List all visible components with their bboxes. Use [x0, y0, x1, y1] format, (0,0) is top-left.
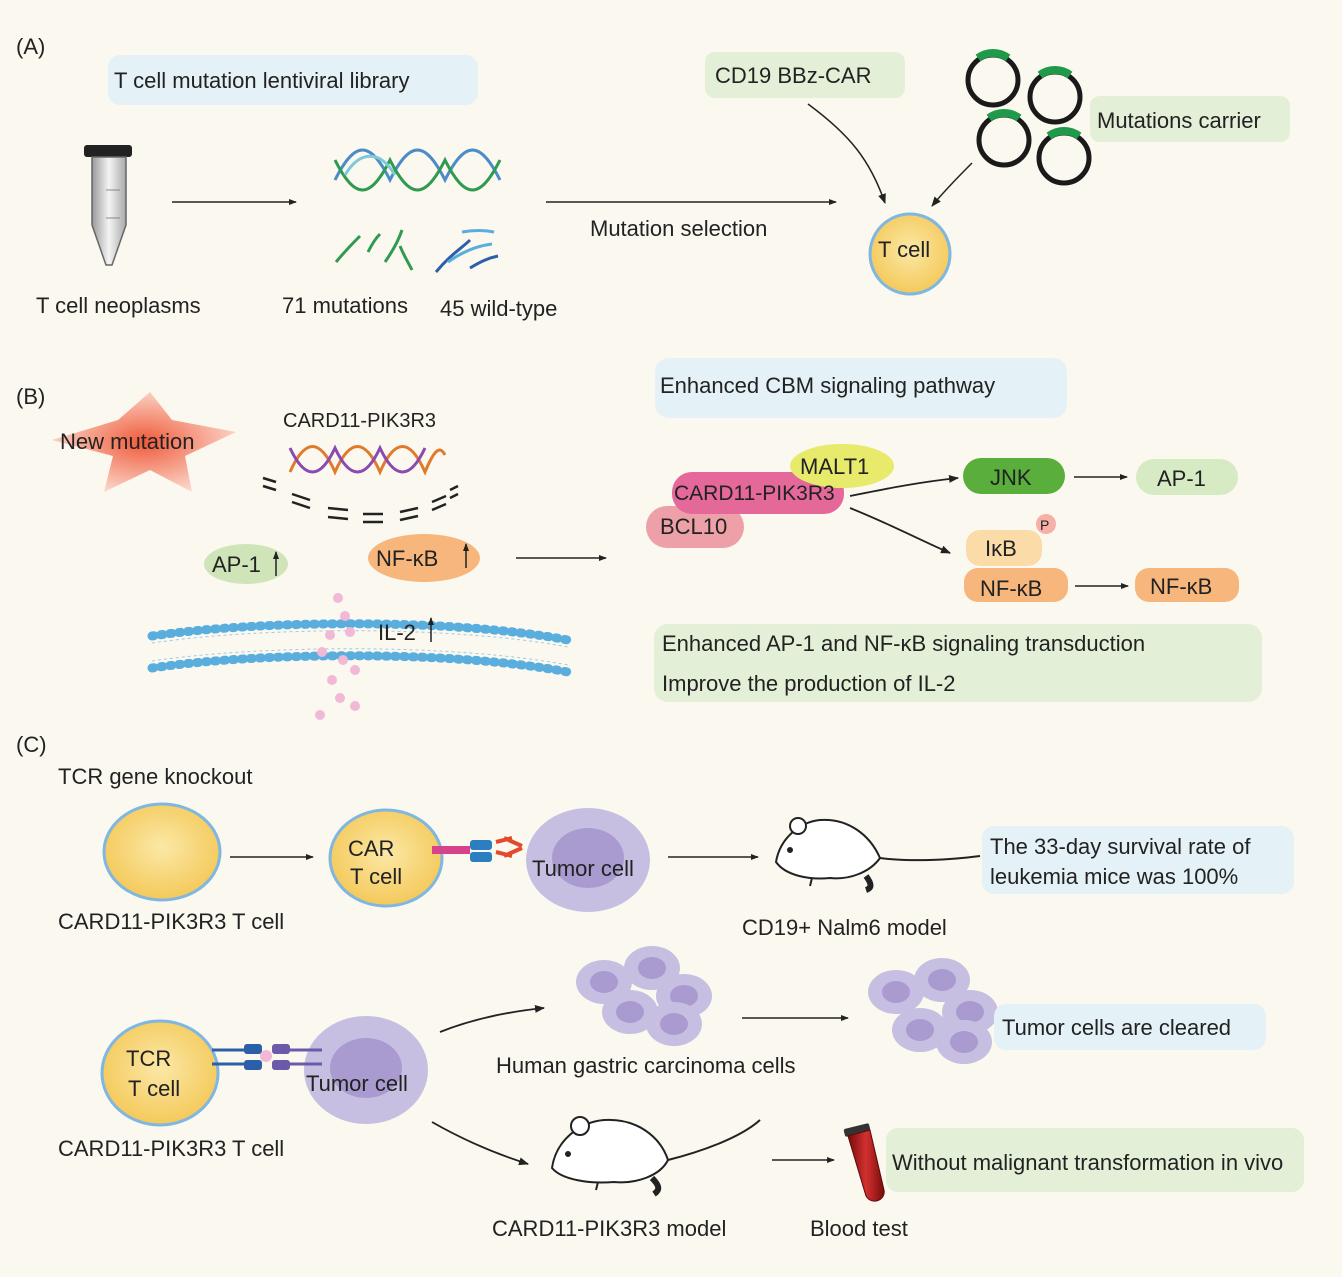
selection-label: Mutation selection: [590, 216, 767, 241]
tcr-cell-line1: TCR: [126, 1046, 171, 1071]
gastric-cells-icon: [576, 946, 712, 1046]
plasmid-icon: [965, 52, 1092, 186]
carrier-highlight: [1090, 96, 1290, 142]
ap1-label: AP-1: [212, 552, 261, 577]
blood-label: Blood test: [810, 1216, 908, 1241]
survival-line2: leukemia mice was 100%: [990, 864, 1238, 889]
mouse-icon: [774, 817, 981, 893]
tube-icon: [84, 145, 132, 266]
dna-fragments: [262, 476, 459, 524]
car-tcell: [328, 808, 444, 908]
mutation-fragments-icon: [334, 229, 414, 271]
arrow-to-jnk: [849, 474, 959, 497]
nfkb-complex-label: NF-κB: [980, 576, 1042, 601]
panel-c-label: (C): [16, 732, 47, 757]
carrier-label: Mutations carrier: [1097, 108, 1261, 133]
arrow-to-model: [431, 1121, 529, 1166]
ikb-shape: [966, 530, 1042, 566]
new-mutation-label: New mutation: [60, 429, 195, 454]
tcr-cell-line2: T cell: [128, 1076, 180, 1101]
tcr-tcell: [100, 1019, 220, 1127]
membrane-icon: [147, 619, 573, 677]
arrow-carrier-to-tcell: [931, 162, 973, 207]
panel-b-label: (B): [16, 384, 45, 409]
model-label: CARD11-PIK3R3 model: [492, 1216, 726, 1241]
arrow-car-to-tcell: [807, 103, 886, 204]
blood-tube-icon: [843, 1123, 885, 1202]
malignant-highlight: [886, 1128, 1304, 1192]
nfkb-complex-shape: [964, 568, 1068, 602]
star-icon: [52, 392, 236, 492]
malt1-label: MALT1: [800, 454, 869, 479]
car-highlight: [705, 52, 905, 98]
summary-line1: Enhanced AP-1 and NF-κB signaling transd…: [662, 631, 1145, 656]
cleared-label: Tumor cells are cleared: [1002, 1015, 1231, 1040]
survival-highlight: [982, 826, 1294, 894]
dna-icon: [333, 148, 502, 192]
nfkb-out-label: NF-κB: [1150, 574, 1212, 599]
bcl10-label: BCL10: [660, 514, 727, 539]
fusion-gene-label: CARD11-PIK3R3: [283, 410, 436, 432]
pathway-label: Enhanced CBM signaling pathway: [660, 373, 995, 398]
t-cell-a: T cell: [868, 212, 952, 296]
cleared-cells-icon: [868, 958, 998, 1064]
arrow-to-ikb: [849, 507, 951, 554]
fusion-dna-icon: [288, 444, 447, 476]
tumor-cell-1: [526, 808, 650, 912]
summary-highlight: [654, 624, 1262, 702]
knockout-label: TCR gene knockout: [58, 764, 252, 789]
jnk-shape: [963, 458, 1065, 494]
malt1-shape: [790, 444, 894, 488]
tumor-cell-label: Tumor cell: [532, 856, 634, 881]
card11-tcell-label: CARD11-PIK3R3 T cell: [58, 909, 284, 934]
nalm6-label: CD19+ Nalm6 model: [742, 915, 947, 940]
card11-tcell2-label: CARD11-PIK3R3 T cell: [58, 1136, 284, 1161]
survival-line1: The 33-day survival rate of: [990, 834, 1251, 859]
card11-label: CARD11-PIK3R3: [674, 482, 835, 505]
library-label: T cell mutation lentiviral library: [114, 68, 409, 93]
panel-a-label: (A): [16, 34, 45, 59]
ap1-out-label: AP-1: [1157, 466, 1206, 491]
car-label: CD19 BBz-CAR: [715, 63, 871, 88]
car-cell-line2: T cell: [350, 864, 402, 889]
tumor-cell-2: [304, 1016, 428, 1124]
nfkb-label: NF-κB: [376, 546, 438, 571]
p-label: P: [1040, 517, 1049, 533]
car-cell-line1: CAR: [348, 836, 394, 861]
arrow-to-gastric: [439, 1004, 545, 1033]
phospho-marker: [1036, 514, 1056, 534]
il2-label: IL-2: [378, 620, 416, 645]
pathway-highlight: [655, 358, 1067, 418]
malignant-label: Without malignant transformation in vivo: [892, 1150, 1283, 1175]
card11-tcell-row1: [102, 802, 222, 902]
ap1-out-shape: [1136, 459, 1238, 495]
bcl10-shape: [646, 506, 744, 548]
library-highlight: [108, 55, 478, 105]
tcell-label: T cell: [878, 237, 930, 262]
mutations-label: 71 mutations: [282, 293, 408, 318]
neoplasms-label: T cell neoplasms: [36, 293, 201, 318]
summary-line2: Improve the production of IL-2: [662, 671, 956, 696]
nfkb-out-shape: [1135, 568, 1239, 602]
wildtype-label: 45 wild-type: [440, 296, 557, 321]
wildtype-fragments-icon: [434, 229, 499, 273]
gastric-label: Human gastric carcinoma cells: [496, 1053, 796, 1078]
tumor-cell2-label: Tumor cell: [306, 1071, 408, 1096]
plasmid-insert-icon: [975, 49, 1082, 140]
jnk-label: JNK: [990, 465, 1032, 490]
card11-shape: [672, 472, 844, 514]
ikb-label: IκB: [985, 536, 1017, 561]
il2-particles: [315, 593, 360, 720]
mouse-icon-2: [550, 1116, 761, 1197]
ap1-bubble: [204, 544, 288, 584]
cleared-highlight: [994, 1004, 1266, 1050]
nfkb-bubble: [368, 534, 480, 582]
receptor-icon: [432, 836, 523, 862]
tcr-receptor-icon: [212, 1044, 322, 1070]
